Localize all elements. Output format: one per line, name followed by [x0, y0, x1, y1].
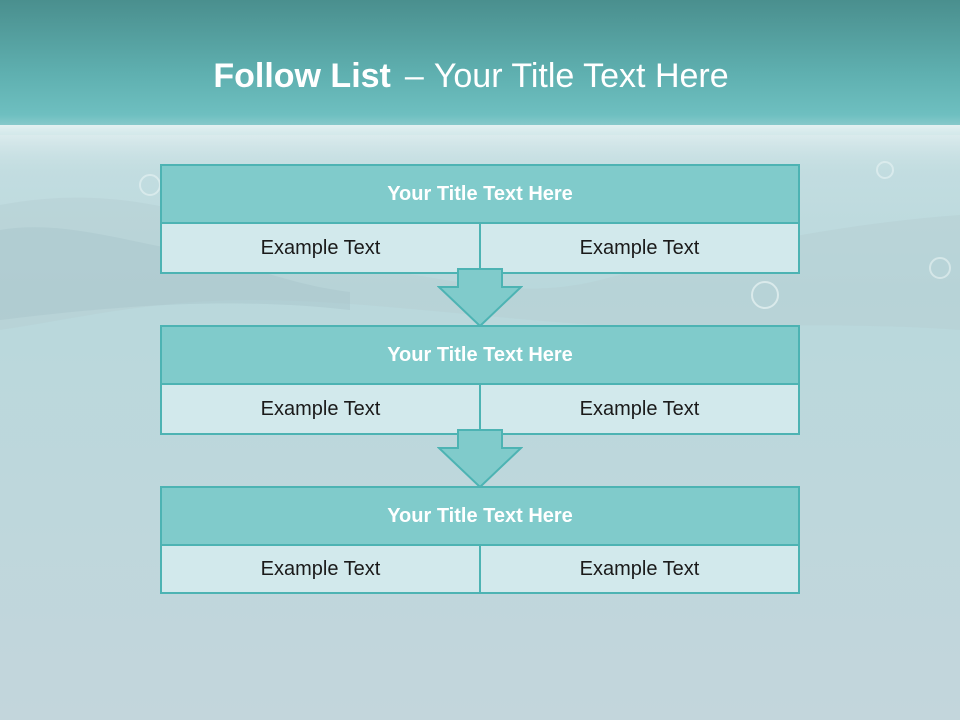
step-3-left-cell: Example Text — [260, 557, 381, 580]
step-title-3: Your Title Text Here — [162, 488, 798, 546]
step-1-right-cell: Example Text — [479, 224, 798, 272]
step-1-left-cell: Example Text — [260, 236, 381, 259]
step-box-1: Your Title Text Here Example Text Exampl… — [160, 164, 800, 274]
step-box-2: Your Title Text Here Example Text Exampl… — [160, 325, 800, 435]
step-box-3: Your Title Text Here Example Text Exampl… — [160, 486, 800, 594]
step-3-right-cell: Example Text — [479, 546, 798, 592]
step-title-2: Your Title Text Here — [162, 327, 798, 385]
down-arrow-icon-2 — [437, 429, 523, 489]
step-title-1: Your Title Text Here — [162, 166, 798, 224]
step-2-left-cell: Example Text — [260, 397, 381, 420]
slide-title-main: Follow List — [213, 57, 391, 95]
slide-title-separator: – — [404, 57, 424, 95]
slide-title-sub: Your Title Text Here — [433, 57, 729, 95]
step-2-right-cell: Example Text — [479, 385, 798, 433]
down-arrow-icon-1 — [437, 268, 523, 328]
slide-title: Follow List–Your Title Text Here — [0, 56, 942, 96]
